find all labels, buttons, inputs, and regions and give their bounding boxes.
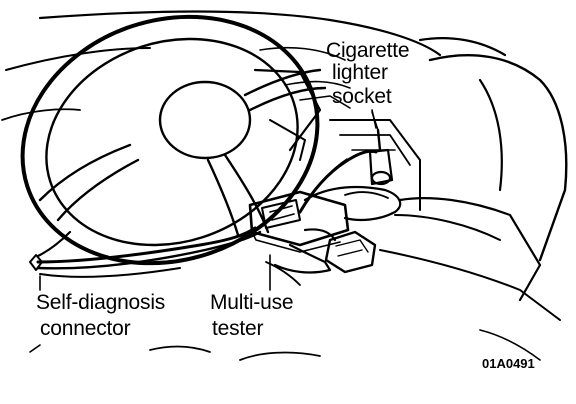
multi-use-tester-label-line2: tester	[212, 317, 264, 340]
dashboard	[1, 10, 442, 121]
figure-code: 01A0491	[482, 356, 535, 371]
cigarette-lighter-label-line2: lighter	[332, 61, 388, 84]
multi-use-tester-label-line1: Multi-use	[210, 291, 294, 314]
center-console	[329, 119, 421, 211]
hands	[273, 185, 402, 274]
self-diagnosis-label-line1: Self-diagnosis	[36, 291, 166, 314]
cigarette-lighter-label-line1: Cigarette	[326, 39, 410, 62]
cigarette-lighter-label-line3: socket	[332, 85, 392, 108]
cigarette-lighter-socket	[368, 111, 394, 186]
leader-lines	[29, 109, 377, 353]
floor-outline	[149, 249, 561, 361]
seat	[394, 37, 568, 302]
self-diagnosis-label-line2: connector	[40, 317, 131, 340]
diagnostic-cables	[29, 226, 262, 278]
steering-column	[253, 68, 322, 161]
